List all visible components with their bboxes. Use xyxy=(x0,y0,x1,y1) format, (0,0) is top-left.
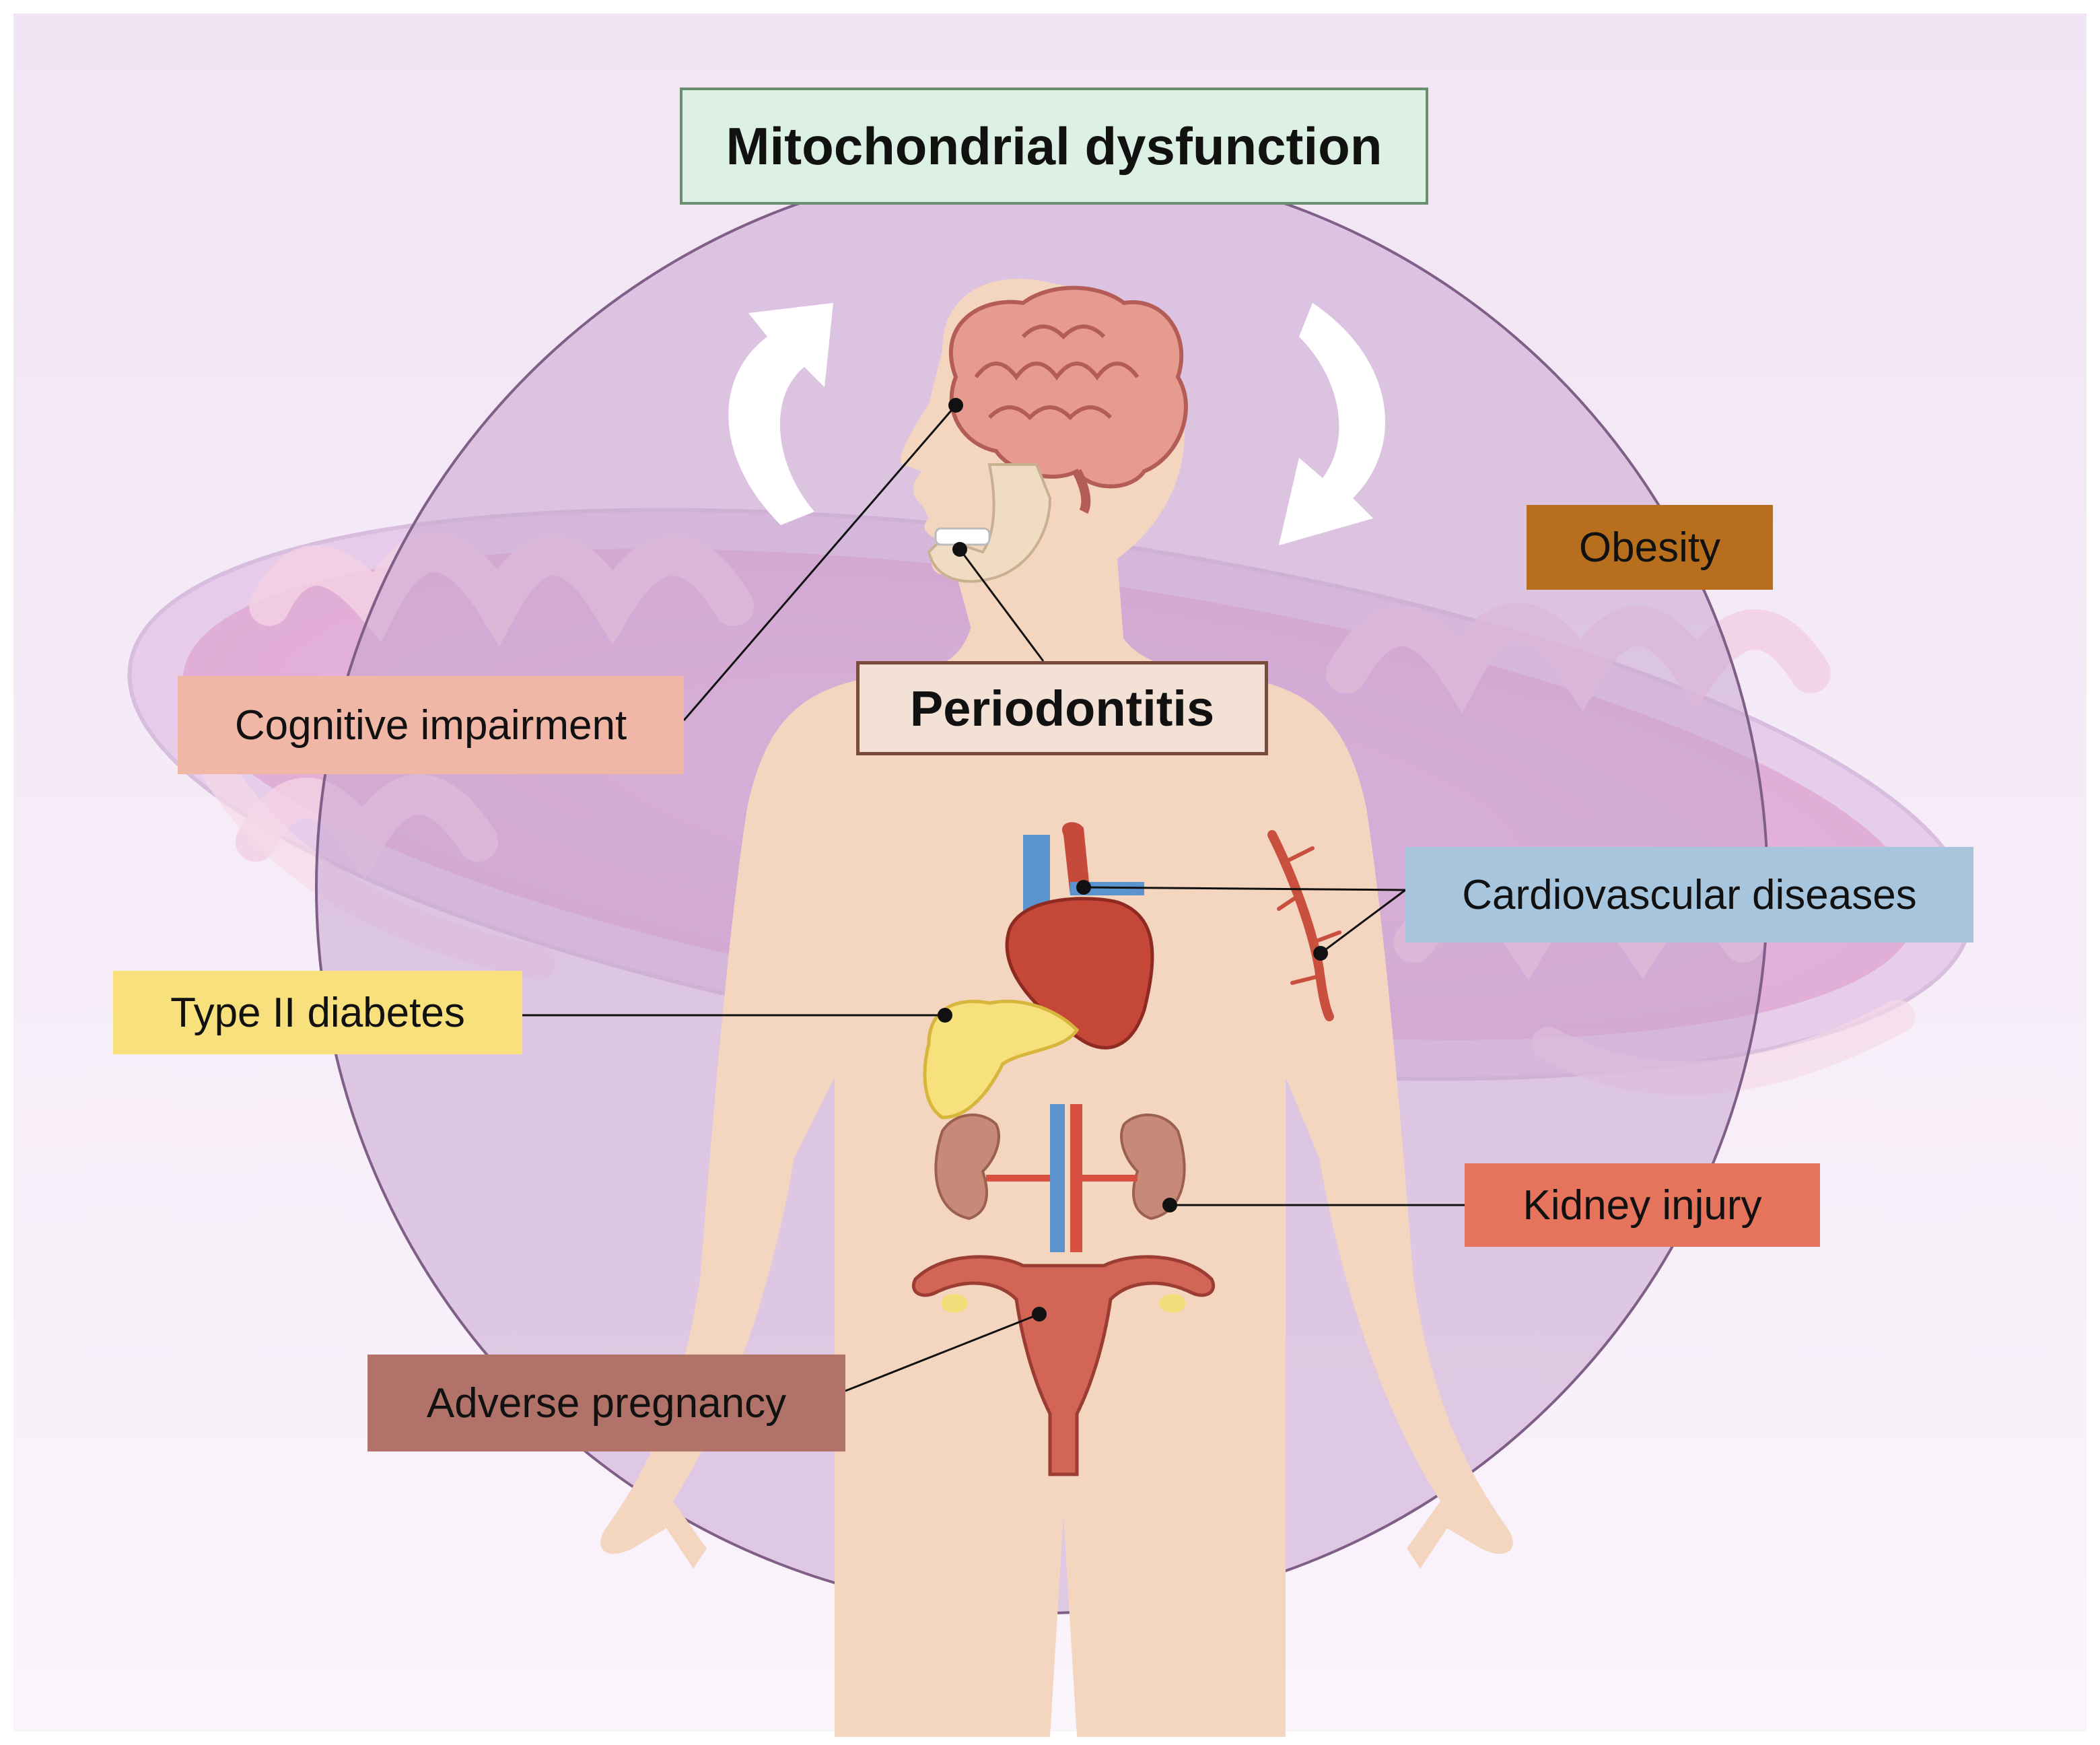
uterus-icon xyxy=(911,1255,1216,1476)
periodontitis-label: Periodontitis xyxy=(856,661,1268,755)
connector-cardio-vessel xyxy=(1320,889,1406,955)
teeth-icon xyxy=(934,527,991,546)
brain-icon xyxy=(948,285,1188,514)
cognitive-impairment-label: Cognitive impairment xyxy=(178,676,684,774)
connector-periodontitis xyxy=(958,549,1045,662)
adverse-pregnancy-label: Adverse pregnancy xyxy=(368,1355,845,1451)
cycle-arrows xyxy=(728,303,1385,545)
connector-pregnancy xyxy=(845,1313,1040,1392)
connector-lines xyxy=(522,405,1465,1392)
connector-cardio-heart xyxy=(1083,886,1406,891)
connector-cognitive xyxy=(682,405,957,721)
obesity-label: Obesity xyxy=(1527,505,1773,590)
title-label: Mitochondrial dysfunction xyxy=(680,88,1428,205)
pancreas-icon xyxy=(923,999,1080,1120)
cardiovascular-diseases-label: Cardiovascular diseases xyxy=(1405,847,1973,943)
arrow-up-icon xyxy=(728,303,833,525)
type-ii-diabetes-label: Type II diabetes xyxy=(113,971,522,1054)
kidneys-icon xyxy=(934,1104,1186,1252)
kidney-injury-label: Kidney injury xyxy=(1465,1163,1820,1247)
arrow-down-icon xyxy=(1279,303,1385,545)
connector-dots xyxy=(938,398,1328,1322)
